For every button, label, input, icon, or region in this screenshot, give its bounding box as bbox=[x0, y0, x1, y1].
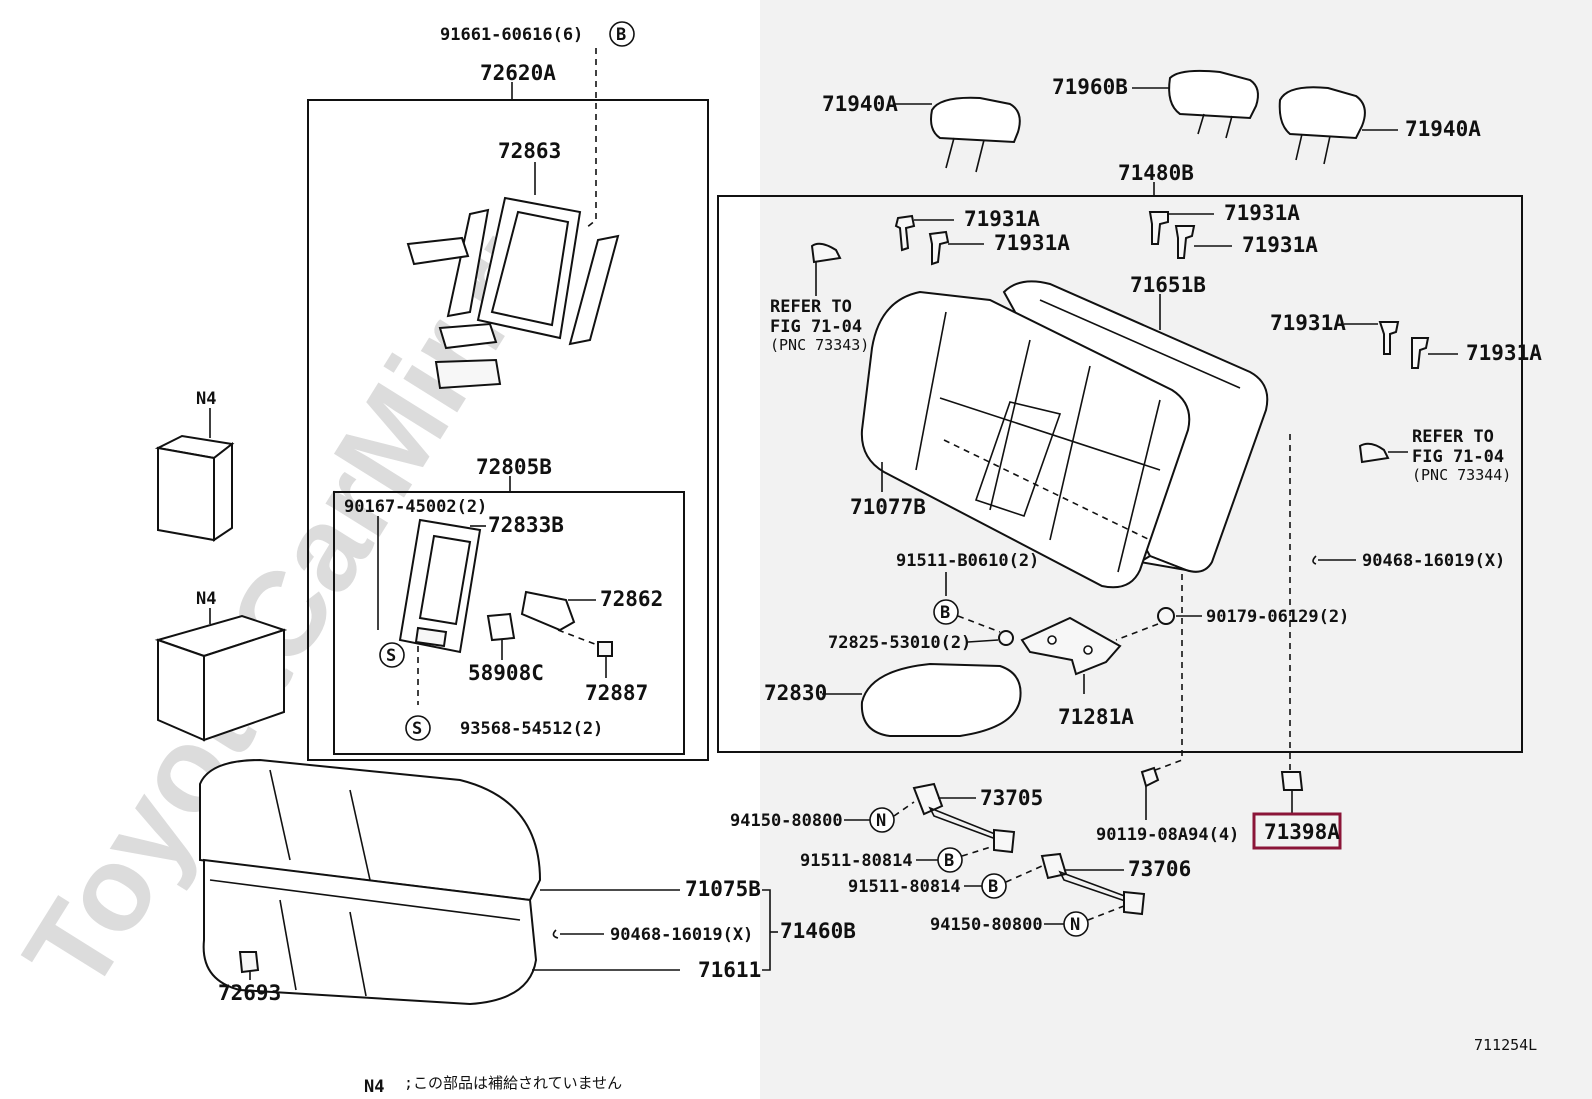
marker-b-3 bbox=[937, 847, 963, 873]
label-94150-80800-2[interactable]: 94150-80800 bbox=[930, 915, 1043, 935]
part-72887 bbox=[597, 641, 613, 657]
label-72862[interactable]: 72862 bbox=[600, 587, 663, 611]
label-71460B[interactable]: 71460B bbox=[780, 919, 856, 943]
box-inner-72805B bbox=[333, 491, 685, 755]
part-seatback-cover bbox=[860, 280, 1269, 589]
label-n4-2[interactable]: N4 bbox=[196, 589, 216, 609]
label-72833B[interactable]: 72833B bbox=[488, 513, 564, 537]
refer-left-line1: REFER TO bbox=[770, 297, 852, 317]
marker-b-1 bbox=[609, 21, 635, 47]
part-90179-nut bbox=[1157, 607, 1175, 625]
label-72887[interactable]: 72887 bbox=[585, 681, 648, 705]
part-58908C bbox=[486, 612, 516, 642]
refer-left-line3: (PNC 73343) bbox=[770, 336, 869, 354]
label-71931A-5[interactable]: 71931A bbox=[1270, 311, 1346, 335]
marker-n-1-text: N bbox=[876, 811, 886, 831]
box-backrest-72620A bbox=[307, 99, 709, 761]
footnote-text: ;この部品は補給されていません bbox=[404, 1074, 622, 1092]
label-71480B[interactable]: 71480B bbox=[1118, 161, 1194, 185]
marker-s-1 bbox=[379, 642, 405, 668]
marker-b-4 bbox=[981, 873, 1007, 899]
part-n4-block-1 bbox=[154, 434, 235, 542]
label-91661-60616[interactable]: 91661-60616(6) bbox=[440, 25, 583, 45]
part-back-board bbox=[398, 518, 482, 654]
marker-b-2-text: B bbox=[940, 603, 950, 623]
part-headrest-center bbox=[1168, 69, 1259, 139]
label-72805B[interactable]: 72805B bbox=[476, 455, 552, 479]
label-71281A[interactable]: 71281A bbox=[1058, 705, 1134, 729]
highlight-71398A[interactable] bbox=[1252, 812, 1342, 850]
box-seatback-71480B bbox=[717, 195, 1523, 753]
part-71398A bbox=[1280, 771, 1304, 791]
marker-s-2 bbox=[405, 715, 431, 741]
label-91511-B0610[interactable]: 91511-B0610(2) bbox=[896, 551, 1039, 571]
label-94150-80800-1[interactable]: 94150-80800 bbox=[730, 811, 843, 831]
part-n4-block-2 bbox=[154, 614, 288, 742]
label-n4-1[interactable]: N4 bbox=[196, 389, 216, 409]
marker-s-1-text: S bbox=[386, 646, 396, 666]
part-72862 bbox=[520, 590, 576, 632]
label-90119-08A94[interactable]: 90119-08A94(4) bbox=[1096, 825, 1239, 845]
part-refer-right bbox=[1358, 442, 1390, 464]
refer-left-line2: FIG 71-04 bbox=[770, 317, 862, 337]
part-headrest-left bbox=[930, 96, 1021, 173]
label-71075B[interactable]: 71075B bbox=[685, 877, 761, 901]
part-hinge-bracket bbox=[1020, 616, 1122, 676]
part-guides bbox=[894, 211, 1430, 369]
marker-b-1-text: B bbox=[616, 25, 626, 45]
refer-right-line2: FIG 71-04 bbox=[1412, 447, 1504, 467]
part-72693 bbox=[238, 951, 260, 974]
marker-s-2-text: S bbox=[412, 719, 422, 739]
label-91511-80814-2[interactable]: 91511-80814 bbox=[848, 877, 961, 897]
marker-b-2 bbox=[933, 599, 959, 625]
label-71931A-4[interactable]: 71931A bbox=[1242, 233, 1318, 257]
label-71931A-1[interactable]: 71931A bbox=[964, 207, 1040, 231]
part-seat-cushion bbox=[199, 758, 542, 1006]
label-91511-80814-1[interactable]: 91511-80814 bbox=[800, 851, 913, 871]
label-71940A-right[interactable]: 71940A bbox=[1405, 117, 1481, 141]
label-90167-45002[interactable]: 90167-45002(2) bbox=[344, 497, 487, 517]
marker-n-1 bbox=[869, 807, 895, 833]
marker-b-3-text: B bbox=[944, 851, 954, 871]
part-72825-bolt bbox=[998, 630, 1014, 646]
label-71931A-3[interactable]: 71931A bbox=[1224, 201, 1300, 225]
label-72693[interactable]: 72693 bbox=[218, 981, 281, 1005]
label-71651B[interactable]: 71651B bbox=[1130, 273, 1206, 297]
label-71077B[interactable]: 71077B bbox=[850, 495, 926, 519]
part-armrest bbox=[860, 662, 1022, 737]
marker-b-4-text: B bbox=[988, 877, 998, 897]
marker-n-2 bbox=[1063, 911, 1089, 937]
label-72620A[interactable]: 72620A bbox=[480, 61, 556, 85]
refer-right-line1: REFER TO bbox=[1412, 427, 1494, 447]
label-71940A-left[interactable]: 71940A bbox=[822, 92, 898, 116]
label-71398A[interactable]: 71398A bbox=[1264, 820, 1340, 844]
part-hinge-73705 bbox=[912, 782, 1016, 854]
label-71931A-6[interactable]: 71931A bbox=[1466, 341, 1542, 365]
label-71931A-2[interactable]: 71931A bbox=[994, 231, 1070, 255]
label-93568-54512[interactable]: 93568-54512(2) bbox=[460, 719, 603, 739]
part-refer-left bbox=[810, 242, 842, 264]
label-90468-16019-left[interactable]: 90468-16019(X) bbox=[610, 925, 753, 945]
marker-n-2-text: N bbox=[1070, 915, 1080, 935]
footnote-key: N4 bbox=[364, 1077, 384, 1097]
label-90179-06129[interactable]: 90179-06129(2) bbox=[1206, 607, 1349, 627]
label-58908C[interactable]: 58908C bbox=[468, 661, 544, 685]
diagram-code: 711254L bbox=[1474, 1036, 1537, 1054]
label-71960B[interactable]: 71960B bbox=[1052, 75, 1128, 99]
refer-right-line3: (PNC 73344) bbox=[1412, 466, 1511, 484]
label-72825-53010[interactable]: 72825-53010(2) bbox=[828, 633, 971, 653]
label-90468-16019-right[interactable]: 90468-16019(X) bbox=[1362, 551, 1505, 571]
label-72863[interactable]: 72863 bbox=[498, 139, 561, 163]
label-71611[interactable]: 71611 bbox=[698, 958, 761, 982]
part-90119-bolt bbox=[1140, 766, 1160, 788]
part-headrest-right bbox=[1278, 86, 1366, 165]
label-73706[interactable]: 73706 bbox=[1128, 857, 1191, 881]
part-hinge-73706 bbox=[1040, 852, 1146, 916]
part-seatback-frame bbox=[406, 196, 620, 390]
label-72830[interactable]: 72830 bbox=[764, 681, 827, 705]
label-73705[interactable]: 73705 bbox=[980, 786, 1043, 810]
